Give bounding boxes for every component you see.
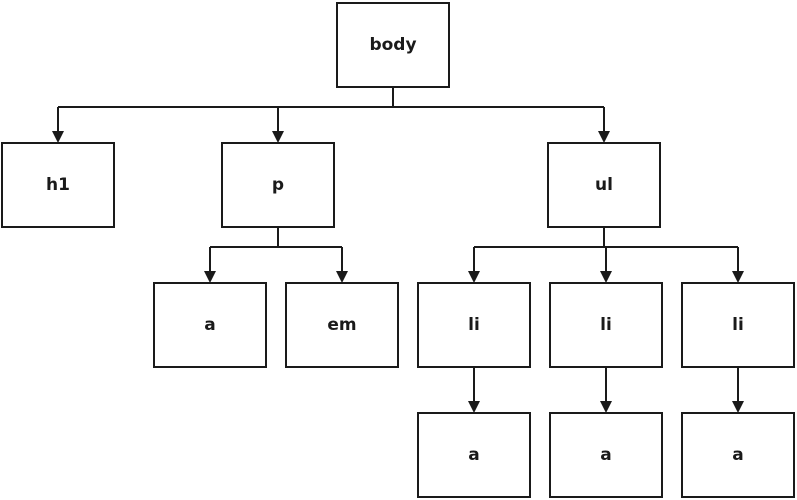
node-ul-box (547, 142, 661, 228)
node-p-box (221, 142, 335, 228)
node-h1: h1 (1, 142, 115, 228)
node-li-1-a-box (417, 412, 531, 498)
arrowhead-li-3 (732, 401, 744, 413)
node-li-3-a-box (681, 412, 795, 498)
node-li-1-box (417, 282, 531, 368)
node-li-2-a-box (549, 412, 663, 498)
node-li-2-a-label: a (600, 445, 611, 465)
arrowhead-li-2 (600, 401, 612, 413)
node-body-box (336, 2, 450, 88)
node-h1-label: h1 (46, 175, 70, 195)
arrowhead-body-1 (52, 131, 64, 143)
node-li-3-label: li (732, 315, 744, 335)
node-p-em-label: em (327, 315, 356, 335)
node-p-label: p (272, 175, 284, 195)
arrowhead-body-2 (272, 131, 284, 143)
node-li-3-a: a (681, 412, 795, 498)
arrowhead-ul-2 (600, 271, 612, 283)
node-li-3-a-label: a (732, 445, 743, 465)
node-p-a: a (153, 282, 267, 368)
arrowhead-ul-1 (468, 271, 480, 283)
node-body: body (336, 2, 450, 88)
node-li-1-a-label: a (468, 445, 479, 465)
arrowhead-body-3 (598, 131, 610, 143)
node-p-a-label: a (204, 315, 215, 335)
node-li-3: li (681, 282, 795, 368)
node-p-em: em (285, 282, 399, 368)
arrowhead-p-2 (336, 271, 348, 283)
node-li-3-box (681, 282, 795, 368)
arrowhead-p-1 (204, 271, 216, 283)
node-li-1-label: li (468, 315, 480, 335)
node-h1-box (1, 142, 115, 228)
node-body-label: body (369, 35, 416, 55)
node-ul: ul (547, 142, 661, 228)
node-p-a-box (153, 282, 267, 368)
arrowhead-ul-3 (732, 271, 744, 283)
arrowhead-li-1 (468, 401, 480, 413)
edges-layer (52, 87, 744, 413)
node-li-1-a: a (417, 412, 531, 498)
node-p: p (221, 142, 335, 228)
node-li-2-a: a (549, 412, 663, 498)
node-li-1: li (417, 282, 531, 368)
node-ul-label: ul (595, 175, 613, 195)
node-li-2: li (549, 282, 663, 368)
node-p-em-box (285, 282, 399, 368)
node-li-2-label: li (600, 315, 612, 335)
node-li-2-box (549, 282, 663, 368)
